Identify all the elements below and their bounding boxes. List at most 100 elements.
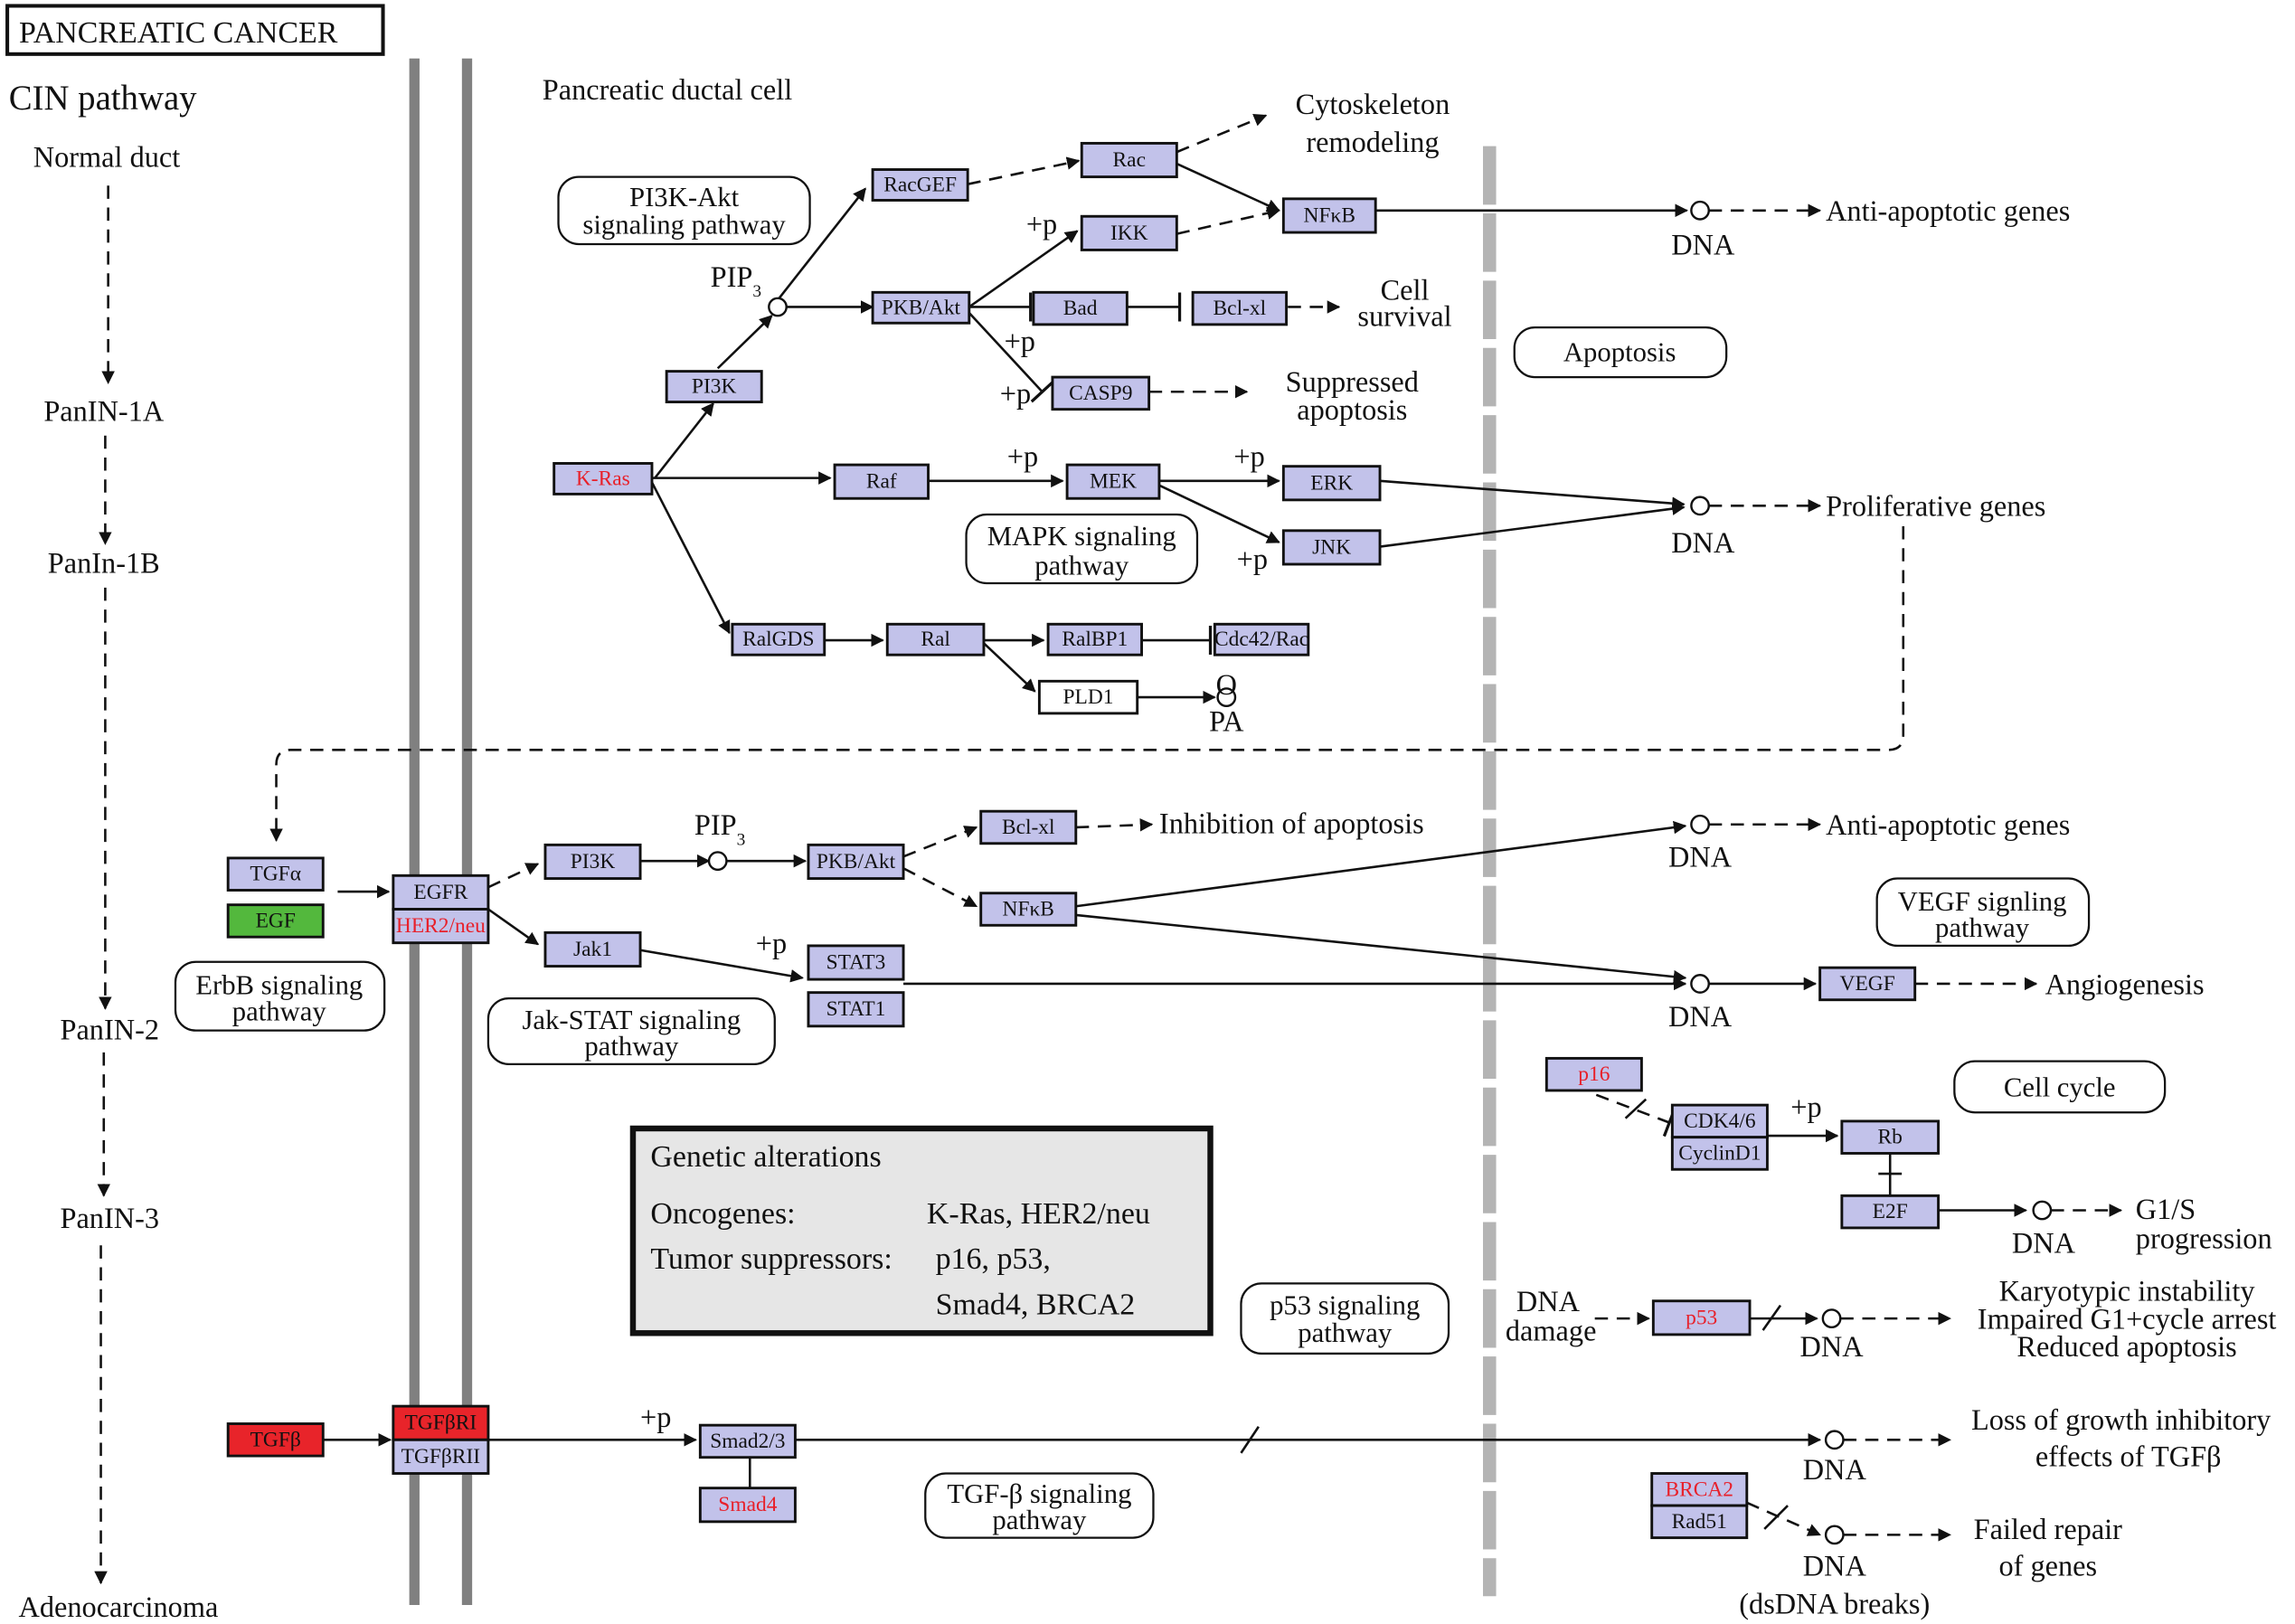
annotation-labels: PIP3 PIP3 +p +p +p +p +p +p +p +p +p Cyt… bbox=[640, 88, 2276, 1620]
pathway-cell-cycle[interactable]: Cell cycle bbox=[1953, 1060, 2167, 1114]
node-p16[interactable]: p16 bbox=[1544, 1056, 1643, 1092]
svg-text:NFκB: NFκB bbox=[1304, 203, 1355, 227]
pathway-jak-stat[interactable]: Jak-STAT signaling pathway bbox=[486, 996, 776, 1065]
node-pld1[interactable]: PLD1 bbox=[1037, 679, 1139, 715]
node-pi3k-1[interactable]: PI3K bbox=[665, 370, 763, 404]
svg-text:MAPK signaling: MAPK signaling bbox=[987, 521, 1176, 552]
node-nfkb-2[interactable]: NFκB bbox=[979, 892, 1078, 927]
svg-text:TGFβRII: TGFβRII bbox=[401, 1445, 480, 1468]
svg-text:CyclinD1: CyclinD1 bbox=[1678, 1141, 1761, 1165]
svg-text:pathway: pathway bbox=[1034, 550, 1129, 581]
node-nfkb-1[interactable]: NFκB bbox=[1281, 197, 1377, 234]
genetic-alterations-legend: Genetic alterations Oncogenes: K-Ras, HE… bbox=[629, 1125, 1214, 1336]
cytoskeleton-label: Cytoskeleton bbox=[1296, 88, 1450, 120]
svg-text:RalGDS: RalGDS bbox=[742, 628, 814, 651]
node-k-ras[interactable]: K-Ras bbox=[552, 461, 654, 496]
dna-label: DNA bbox=[1803, 1453, 1867, 1486]
angiogenesis-label: Angiogenesis bbox=[2045, 968, 2205, 1000]
pa-label: PA bbox=[1209, 704, 1244, 737]
node-ral[interactable]: Ral bbox=[885, 622, 986, 656]
pathway-erbb[interactable]: ErbB signaling pathway bbox=[174, 960, 386, 1032]
dna-label: DNA bbox=[1668, 841, 1733, 873]
pa-o-label: O bbox=[1216, 668, 1237, 701]
stage-normal-duct: Normal duct bbox=[33, 140, 181, 173]
node-egf[interactable]: EGF bbox=[226, 903, 325, 939]
pathway-pi3k-akt[interactable]: PI3K-Akt signaling pathway bbox=[557, 175, 811, 246]
svg-text:VEGF: VEGF bbox=[1840, 972, 1895, 996]
node-mek[interactable]: MEK bbox=[1065, 463, 1161, 500]
svg-text:MEK: MEK bbox=[1090, 470, 1137, 494]
dna-compound-3 bbox=[1690, 814, 1710, 835]
svg-text:Jak-STAT signaling: Jak-STAT signaling bbox=[522, 1005, 741, 1035]
node-stat1[interactable]: STAT1 bbox=[807, 991, 905, 1028]
svg-text:TGFβRI: TGFβRI bbox=[405, 1412, 477, 1435]
pathway-p53[interactable]: p53 signaling pathway bbox=[1240, 1282, 1450, 1355]
svg-text:STAT3: STAT3 bbox=[826, 951, 886, 975]
node-ralbp1[interactable]: RalBP1 bbox=[1046, 622, 1143, 656]
node-pkb-akt-2[interactable]: PKB/Akt bbox=[807, 843, 905, 881]
node-tgf-beta-r1[interactable]: TGFβRI bbox=[392, 1404, 490, 1441]
svg-text:Jak1: Jak1 bbox=[573, 938, 612, 961]
node-pi3k-2[interactable]: PI3K bbox=[543, 843, 642, 881]
dna-compound-4 bbox=[1690, 974, 1710, 994]
node-egfr[interactable]: EGFR bbox=[392, 873, 490, 911]
svg-text:p53 signaling: p53 signaling bbox=[1270, 1289, 1420, 1320]
node-ralgds[interactable]: RalGDS bbox=[731, 622, 826, 656]
node-jak1[interactable]: Jak1 bbox=[543, 930, 642, 968]
svg-text:RacGEF: RacGEF bbox=[883, 173, 957, 196]
pip3-compound-2 bbox=[707, 851, 728, 872]
cin-progression-arrows bbox=[94, 185, 115, 1585]
dna-damage-label: DNA bbox=[1516, 1285, 1581, 1317]
dna-compound-1 bbox=[1690, 200, 1710, 221]
node-tgf-alpha[interactable]: TGFα bbox=[226, 856, 325, 892]
node-casp9[interactable]: CASP9 bbox=[1051, 375, 1151, 411]
pathway-vegf[interactable]: VEGF signling pathway bbox=[1875, 877, 2091, 948]
node-brca2[interactable]: BRCA2 bbox=[1650, 1472, 1749, 1507]
gene-nodes: RacGEF Rac IKK NFκB PI3K PKB/Akt Bad Bcl… bbox=[226, 141, 1941, 1540]
pathway-tgf-beta[interactable]: TGF-β signaling pathway bbox=[924, 1472, 1155, 1539]
node-smad4[interactable]: Smad4 bbox=[698, 1487, 797, 1524]
node-her2-neu[interactable]: HER2/neu bbox=[392, 908, 490, 945]
pip3-label-2: PIP3 bbox=[694, 808, 745, 849]
node-pkb-akt-1[interactable]: PKB/Akt bbox=[871, 290, 971, 325]
dna-label: DNA bbox=[1800, 1330, 1865, 1363]
node-tgf-beta[interactable]: TGFβ bbox=[226, 1422, 325, 1458]
node-vegf[interactable]: VEGF bbox=[1818, 966, 1917, 1002]
node-cyclin-d1[interactable]: CyclinD1 bbox=[1670, 1136, 1769, 1171]
node-cdk4-6[interactable]: CDK4/6 bbox=[1670, 1103, 1769, 1139]
phospho-label: +p bbox=[1237, 543, 1268, 575]
node-bcl-xl-2[interactable]: Bcl-xl bbox=[979, 809, 1078, 845]
node-rac[interactable]: Rac bbox=[1080, 141, 1178, 179]
pathway-apoptosis[interactable]: Apoptosis bbox=[1513, 326, 1728, 379]
node-bcl-xl-1[interactable]: Bcl-xl bbox=[1191, 290, 1289, 326]
phospho-label: +p bbox=[1026, 208, 1057, 241]
node-stat3[interactable]: STAT3 bbox=[807, 944, 905, 981]
node-e2f[interactable]: E2F bbox=[1840, 1194, 1941, 1230]
phospho-label: +p bbox=[1000, 377, 1031, 410]
node-rb[interactable]: Rb bbox=[1840, 1119, 1941, 1155]
node-racgef[interactable]: RacGEF bbox=[871, 168, 969, 202]
node-jnk[interactable]: JNK bbox=[1281, 529, 1382, 566]
node-raf[interactable]: Raf bbox=[833, 463, 930, 500]
svg-text:PI3K: PI3K bbox=[692, 375, 737, 399]
node-smad2-3[interactable]: Smad2/3 bbox=[698, 1423, 797, 1459]
node-cdc42-rac[interactable]: Cdc42/Rac bbox=[1213, 622, 1310, 656]
svg-text:CASP9: CASP9 bbox=[1069, 382, 1132, 405]
node-rad51[interactable]: Rad51 bbox=[1650, 1504, 1749, 1540]
svg-text:JNK: JNK bbox=[1312, 535, 1351, 559]
node-p53[interactable]: p53 bbox=[1651, 1299, 1752, 1336]
svg-text:Smad2/3: Smad2/3 bbox=[710, 1430, 785, 1453]
svg-text:TGFα: TGFα bbox=[250, 863, 301, 886]
suppressed-apoptosis-label: Suppressed bbox=[1286, 365, 1419, 398]
cell-label: Pancreatic ductal cell bbox=[543, 73, 792, 106]
svg-text:BRCA2: BRCA2 bbox=[1665, 1478, 1733, 1501]
node-tgf-beta-r2[interactable]: TGFβRII bbox=[392, 1438, 490, 1475]
node-bad[interactable]: Bad bbox=[1032, 290, 1129, 326]
node-ikk[interactable]: IKK bbox=[1080, 214, 1178, 251]
anti-apoptotic-genes-label-1: Anti-apoptotic genes bbox=[1826, 194, 2070, 227]
pathway-mapk[interactable]: MAPK signaling pathway bbox=[965, 513, 1199, 585]
compounds bbox=[707, 200, 2053, 1545]
svg-text:of genes: of genes bbox=[1998, 1550, 2097, 1582]
node-erk[interactable]: ERK bbox=[1281, 465, 1382, 502]
